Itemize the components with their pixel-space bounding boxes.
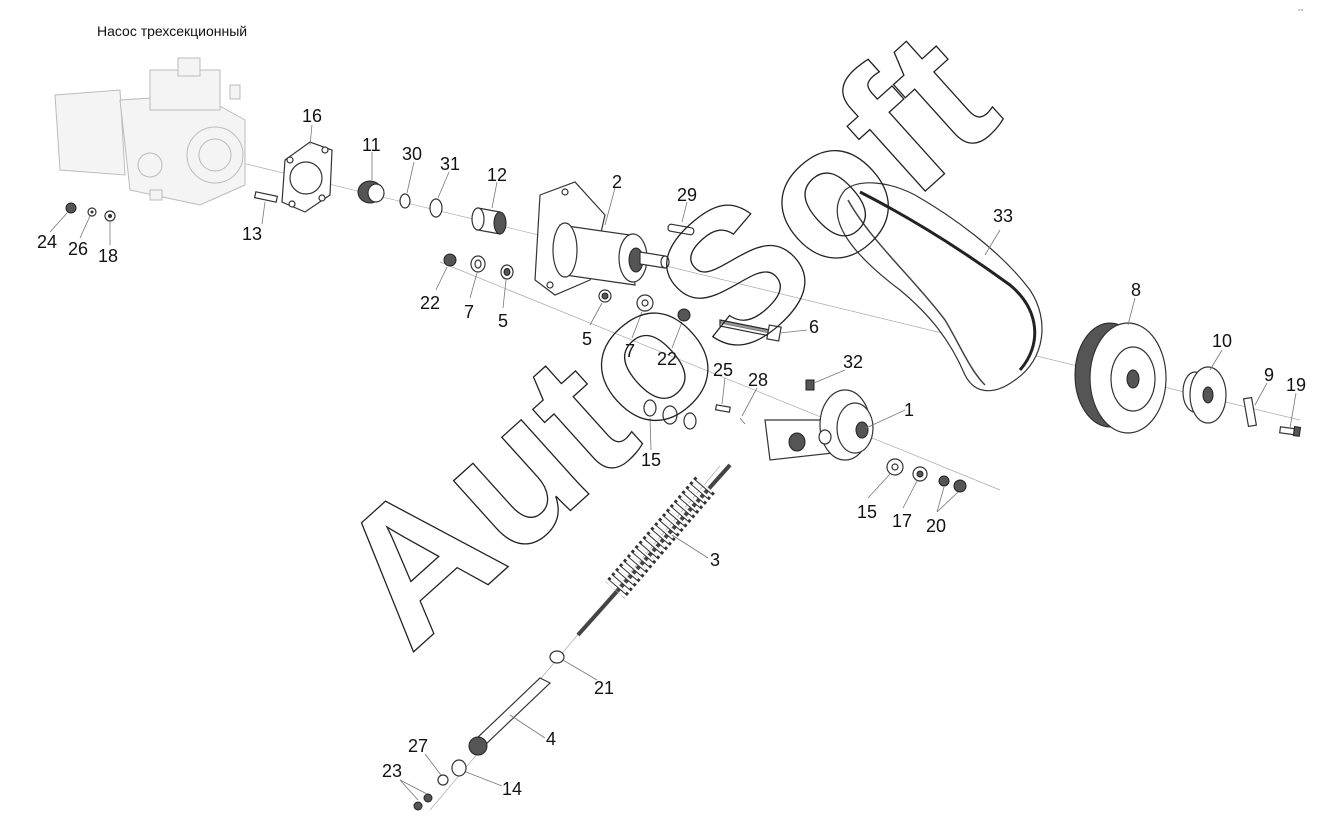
bushing-14 (451, 759, 467, 777)
drive-belt-33 (836, 182, 1043, 392)
callout-10: 10 (1212, 331, 1232, 351)
nut-22-left (443, 253, 457, 267)
callout-20: 20 (926, 516, 946, 536)
pulley-8 (1074, 322, 1167, 434)
callout-25: 25 (713, 360, 733, 380)
washers-15-left (643, 399, 697, 430)
bushing-12 (471, 207, 507, 235)
callout-1: 1 (904, 400, 914, 420)
callout-28: 28 (748, 370, 768, 390)
callout-12: 12 (487, 165, 507, 185)
key-29 (667, 223, 695, 236)
callout-15-left: 15 (641, 450, 661, 470)
callout-19: 19 (1286, 375, 1306, 395)
washer-27 (437, 774, 449, 786)
callout-7-left: 7 (464, 302, 474, 322)
callout-13: 13 (242, 224, 262, 244)
tensioner-assembly-1 (764, 389, 874, 461)
bolt-19 (1278, 426, 1302, 437)
bearing-11 (357, 180, 385, 204)
nut-21 (549, 650, 565, 664)
callout-3: 3 (710, 550, 720, 570)
callout-23: 23 (382, 761, 402, 781)
callout-labels: 1 2 3 4 5 5 6 7 7 8 9 10 11 12 13 14 15 … (37, 106, 1306, 799)
snap-ring-30 (399, 193, 411, 209)
washer-26 (87, 207, 97, 217)
callout-4: 4 (546, 729, 556, 749)
callout-22-right: 22 (657, 349, 677, 369)
callout-2: 2 (612, 172, 622, 192)
callout-33: 33 (993, 206, 1013, 226)
callout-31: 31 (440, 154, 460, 174)
nuts-23 (413, 793, 433, 811)
grease-fitting-32 (805, 379, 815, 391)
stud-13 (253, 191, 279, 203)
callout-21: 21 (594, 678, 614, 698)
callout-32: 32 (843, 352, 863, 372)
watermark: AutoSoft (296, 0, 1034, 685)
callout-9: 9 (1264, 365, 1274, 385)
callout-14: 14 (502, 779, 522, 799)
diagram-title: Насос трехсекционный (97, 23, 247, 39)
pin-25 (714, 404, 731, 413)
callout-16: 16 (302, 106, 322, 126)
callout-22-left: 22 (420, 293, 440, 313)
lock-plate-9 (1242, 396, 1258, 428)
callout-24: 24 (37, 232, 57, 252)
callout-8: 8 (1131, 280, 1141, 300)
callout-17: 17 (892, 511, 912, 531)
callout-5-left: 5 (498, 311, 508, 331)
cotter-28 (739, 417, 746, 425)
bolt-6 (719, 319, 782, 342)
nuts-20 (938, 475, 967, 493)
washer-17 (912, 466, 928, 482)
callout-26: 26 (68, 239, 88, 259)
nut-22-right (677, 308, 691, 322)
housing-2 (534, 181, 670, 296)
callout-5-right: 5 (582, 329, 592, 349)
callout-7-right: 7 (625, 341, 635, 361)
callout-15-right: 15 (857, 502, 877, 522)
callout-11: 11 (362, 135, 381, 155)
corner-mark-icon: °° (1298, 8, 1304, 16)
snap-ring-31 (429, 198, 443, 218)
rod-4 (468, 677, 552, 756)
hub-10 (1182, 366, 1227, 424)
three-section-pump (54, 57, 246, 206)
leader-lines (49, 124, 1297, 801)
callout-18: 18 (98, 246, 118, 266)
callout-6: 6 (809, 317, 819, 337)
washer-15-right (886, 458, 904, 476)
washer-7-right (636, 294, 654, 312)
washer-7-left (470, 255, 486, 273)
callout-30: 30 (402, 144, 422, 164)
washer-5-right (598, 289, 612, 303)
callout-27: 27 (408, 736, 428, 756)
spring-assembly-3 (576, 463, 732, 637)
washer-18 (104, 210, 116, 222)
gasket-16 (281, 141, 333, 213)
callout-29: 29 (677, 185, 697, 205)
nut-24 (65, 202, 77, 214)
svg-text:°°: °° (1298, 8, 1304, 16)
washer-5-left (500, 264, 514, 280)
